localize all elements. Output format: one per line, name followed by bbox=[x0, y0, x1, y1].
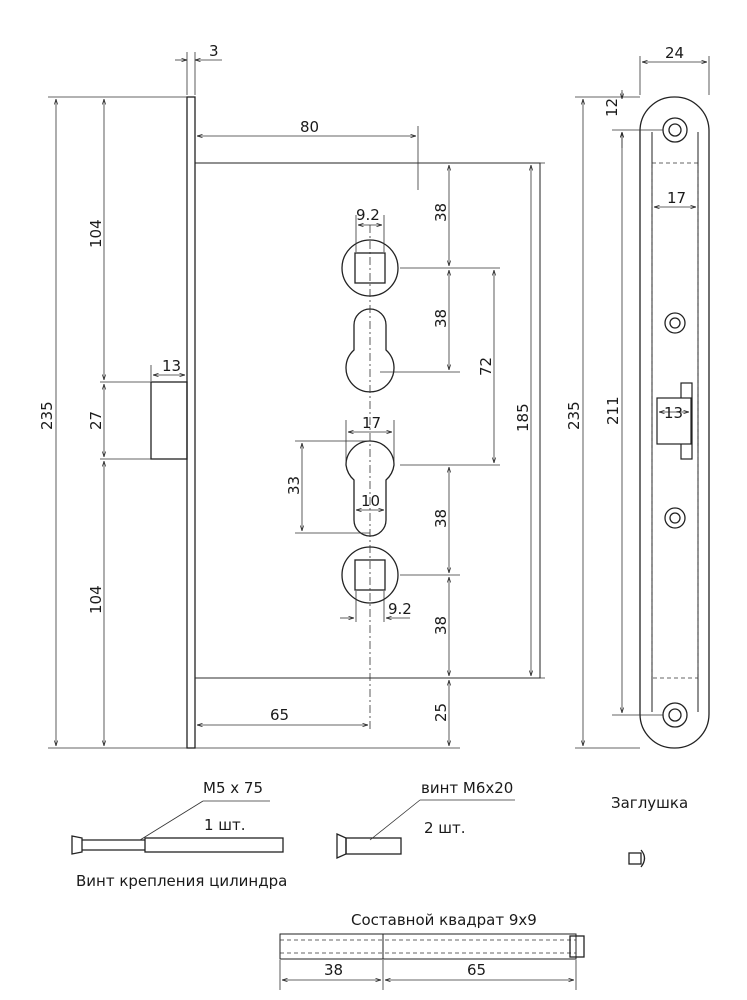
screw-cyl-size: M5 x 75 bbox=[203, 779, 263, 797]
strike-recess bbox=[651, 162, 699, 679]
cylinder-hole-bottom bbox=[345, 440, 395, 537]
screw-cyl-qty: 1 шт. bbox=[204, 816, 246, 834]
screw-hole-bottom bbox=[662, 702, 688, 728]
screw-cyl-caption: Винт крепления цилиндра bbox=[76, 872, 287, 890]
screw-hole-top bbox=[662, 117, 688, 143]
faceplate-side bbox=[186, 96, 196, 749]
plug: Заглушка bbox=[611, 794, 688, 868]
dim-cyl-33: 33 bbox=[285, 476, 303, 495]
dim-38-c: 38 bbox=[432, 509, 450, 528]
dim-lower-104: 104 bbox=[87, 585, 105, 614]
dim-185: 185 bbox=[514, 403, 532, 432]
dim-25: 25 bbox=[432, 703, 450, 722]
dim-38-d: 38 bbox=[432, 616, 450, 635]
cylinder-hole-top bbox=[345, 308, 395, 393]
screw-m6-qty: 2 шт. bbox=[424, 819, 466, 837]
dim-cyl-17: 17 bbox=[362, 414, 381, 432]
spindle: Составной квадрат 9х9 38 65 bbox=[279, 911, 585, 990]
m6-screw: винт М6х20 2 шт. bbox=[336, 779, 515, 860]
spindle-caption: Составной квадрат 9х9 bbox=[351, 911, 537, 929]
dim-sq-top: 9.2 bbox=[356, 206, 380, 224]
screw-m6-size: винт М6х20 bbox=[421, 779, 513, 797]
dim-backset: 80 bbox=[300, 118, 319, 136]
screw-hole-upper bbox=[664, 312, 686, 334]
dim-strike-13: 13 bbox=[664, 404, 683, 422]
dim-65: 65 bbox=[270, 706, 289, 724]
dim-plate-width: 24 bbox=[665, 44, 684, 62]
dim-latch-13: 13 bbox=[162, 357, 181, 375]
front-view: 24 17 13 235 12 211 bbox=[565, 44, 710, 749]
dim-height-left: 235 bbox=[38, 401, 56, 430]
dim-strike-17: 17 bbox=[667, 189, 686, 207]
plug-caption: Заглушка bbox=[611, 794, 688, 812]
spindle-right: 65 bbox=[467, 961, 486, 979]
dim-top-offset: 12 bbox=[603, 98, 621, 117]
dim-sq-bottom: 9.2 bbox=[388, 600, 412, 618]
cylinder-screw: M5 x 75 1 шт. Винт крепления цилиндра bbox=[71, 779, 287, 890]
dim-cyl-10: 10 bbox=[361, 492, 380, 510]
dim-38-a: 38 bbox=[432, 203, 450, 222]
dim-plate-thickness: 3 bbox=[209, 42, 219, 60]
side-view: 3 80 235 104 27 104 13 9.2 17 10 bbox=[38, 42, 545, 749]
latch-front bbox=[656, 397, 692, 445]
spindle-left: 38 bbox=[324, 961, 343, 979]
dim-72: 72 bbox=[477, 357, 495, 376]
dim-upper-104: 104 bbox=[87, 219, 105, 248]
dim-latch-27: 27 bbox=[87, 411, 105, 430]
dim-38-b: 38 bbox=[432, 309, 450, 328]
dim-hole-spacing: 211 bbox=[604, 396, 622, 425]
faceplate-front bbox=[639, 96, 710, 749]
latch-bolt bbox=[150, 381, 188, 460]
dim-height-right: 235 bbox=[565, 401, 583, 430]
screw-hole-lower bbox=[664, 507, 686, 529]
